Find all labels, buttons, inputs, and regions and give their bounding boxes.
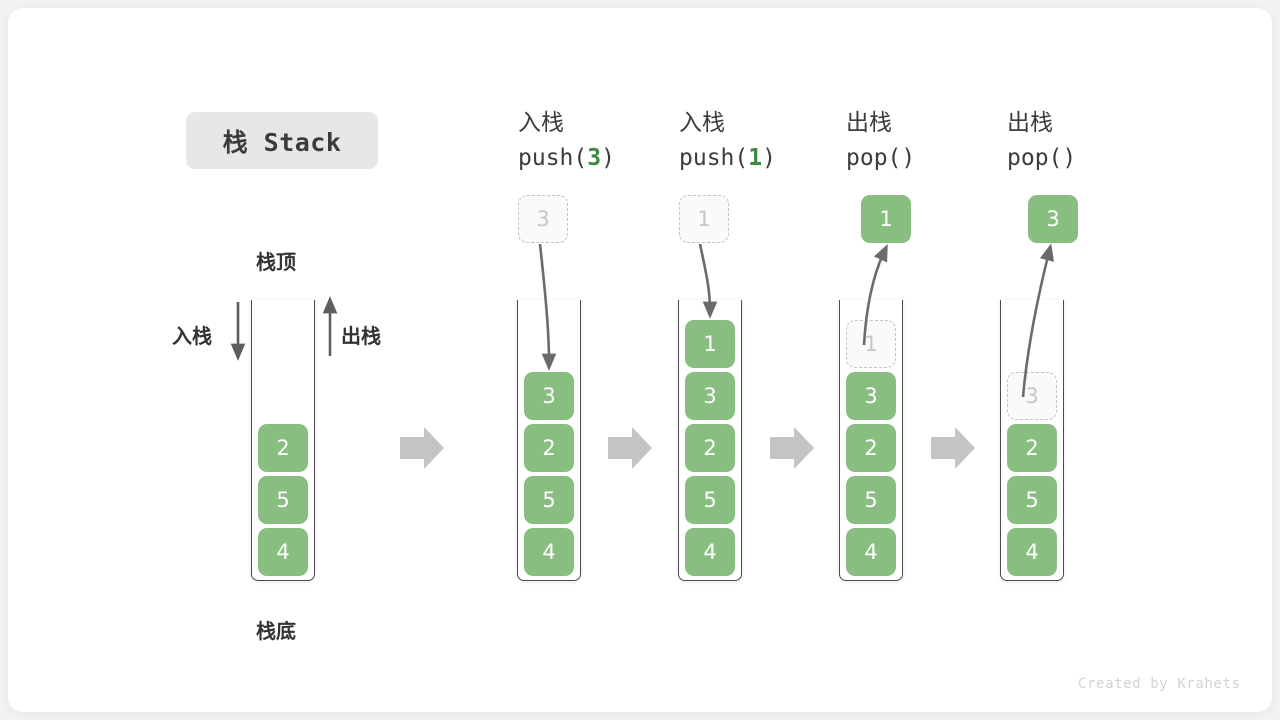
operation-code-pop-1: pop() [846, 140, 1026, 176]
stack-cells-pop-3: 3 2 5 4 [1007, 372, 1057, 576]
code-suffix: ) [762, 145, 776, 171]
code-suffix: ) [601, 145, 615, 171]
operation-code-push-1: push(1) [679, 140, 859, 176]
stack-cell: 3 [524, 372, 574, 420]
operation-cn-push-3: 入栈 [518, 110, 564, 136]
pop-direction-label: 出栈 [341, 324, 381, 348]
stack-cell: 2 [1007, 424, 1057, 472]
stack-cell: 3 [846, 372, 896, 420]
code-prefix: pop( [846, 145, 902, 171]
code-suffix: ) [901, 145, 916, 171]
stack-cell: 2 [524, 424, 574, 472]
push-direction-label: 入栈 [172, 324, 212, 348]
ghost-cell-push-1: 1 [679, 195, 729, 243]
stack-cell: 5 [685, 476, 735, 524]
operation-code-push-3: push(3) [518, 140, 698, 176]
stack-cell: 3 [685, 372, 735, 420]
stack-cell: 4 [846, 528, 896, 576]
ghost-cell-pop-3: 3 [1007, 372, 1057, 420]
ghost-cell-pop-1: 1 [846, 320, 896, 368]
operation-label-push-1: 入栈 push(1) [679, 106, 859, 176]
ghost-cell-push-3: 3 [518, 195, 568, 243]
stack-cell: 4 [524, 528, 574, 576]
operation-code-pop-3: pop() [1007, 140, 1187, 176]
stack-cell: 5 [1007, 476, 1057, 524]
popped-value-pop-1: 1 [861, 195, 911, 243]
stack-cell: 4 [258, 528, 308, 576]
stack-cells-pop-1: 1 3 2 5 4 [846, 320, 896, 576]
stack-cells-push-1: 1 3 2 5 4 [685, 320, 735, 576]
code-prefix: push( [518, 145, 588, 171]
code-prefix: push( [679, 145, 749, 171]
diagram-title: 栈 Stack [186, 112, 378, 169]
code-prefix: pop( [1007, 145, 1063, 171]
stack-bottom-label: 栈底 [256, 619, 296, 643]
stack-cell: 2 [685, 424, 735, 472]
code-argument: 1 [748, 145, 763, 171]
operation-label-pop-1: 出栈 pop() [846, 106, 1026, 176]
stack-cell: 4 [685, 528, 735, 576]
stack-cell: 1 [685, 320, 735, 368]
operation-cn-pop-3: 出栈 [1007, 110, 1053, 136]
stack-cell: 2 [258, 424, 308, 472]
operation-cn-pop-1: 出栈 [846, 110, 892, 136]
code-suffix: ) [1062, 145, 1077, 171]
stack-top-label: 栈顶 [256, 250, 296, 274]
operation-cn-push-1: 入栈 [679, 110, 725, 136]
stack-cell: 5 [258, 476, 308, 524]
code-argument: 3 [587, 145, 602, 171]
operation-label-pop-3: 出栈 pop() [1007, 106, 1187, 176]
stack-cell: 5 [846, 476, 896, 524]
footer-credit: Created by Krahets [1078, 676, 1241, 692]
stack-cell: 5 [524, 476, 574, 524]
stack-cells-initial: 2 5 4 [258, 424, 308, 576]
stack-cell: 4 [1007, 528, 1057, 576]
popped-value-pop-3: 3 [1028, 195, 1078, 243]
operation-label-push-3: 入栈 push(3) [518, 106, 698, 176]
stack-cells-push-3: 3 2 5 4 [524, 372, 574, 576]
stack-cell: 2 [846, 424, 896, 472]
